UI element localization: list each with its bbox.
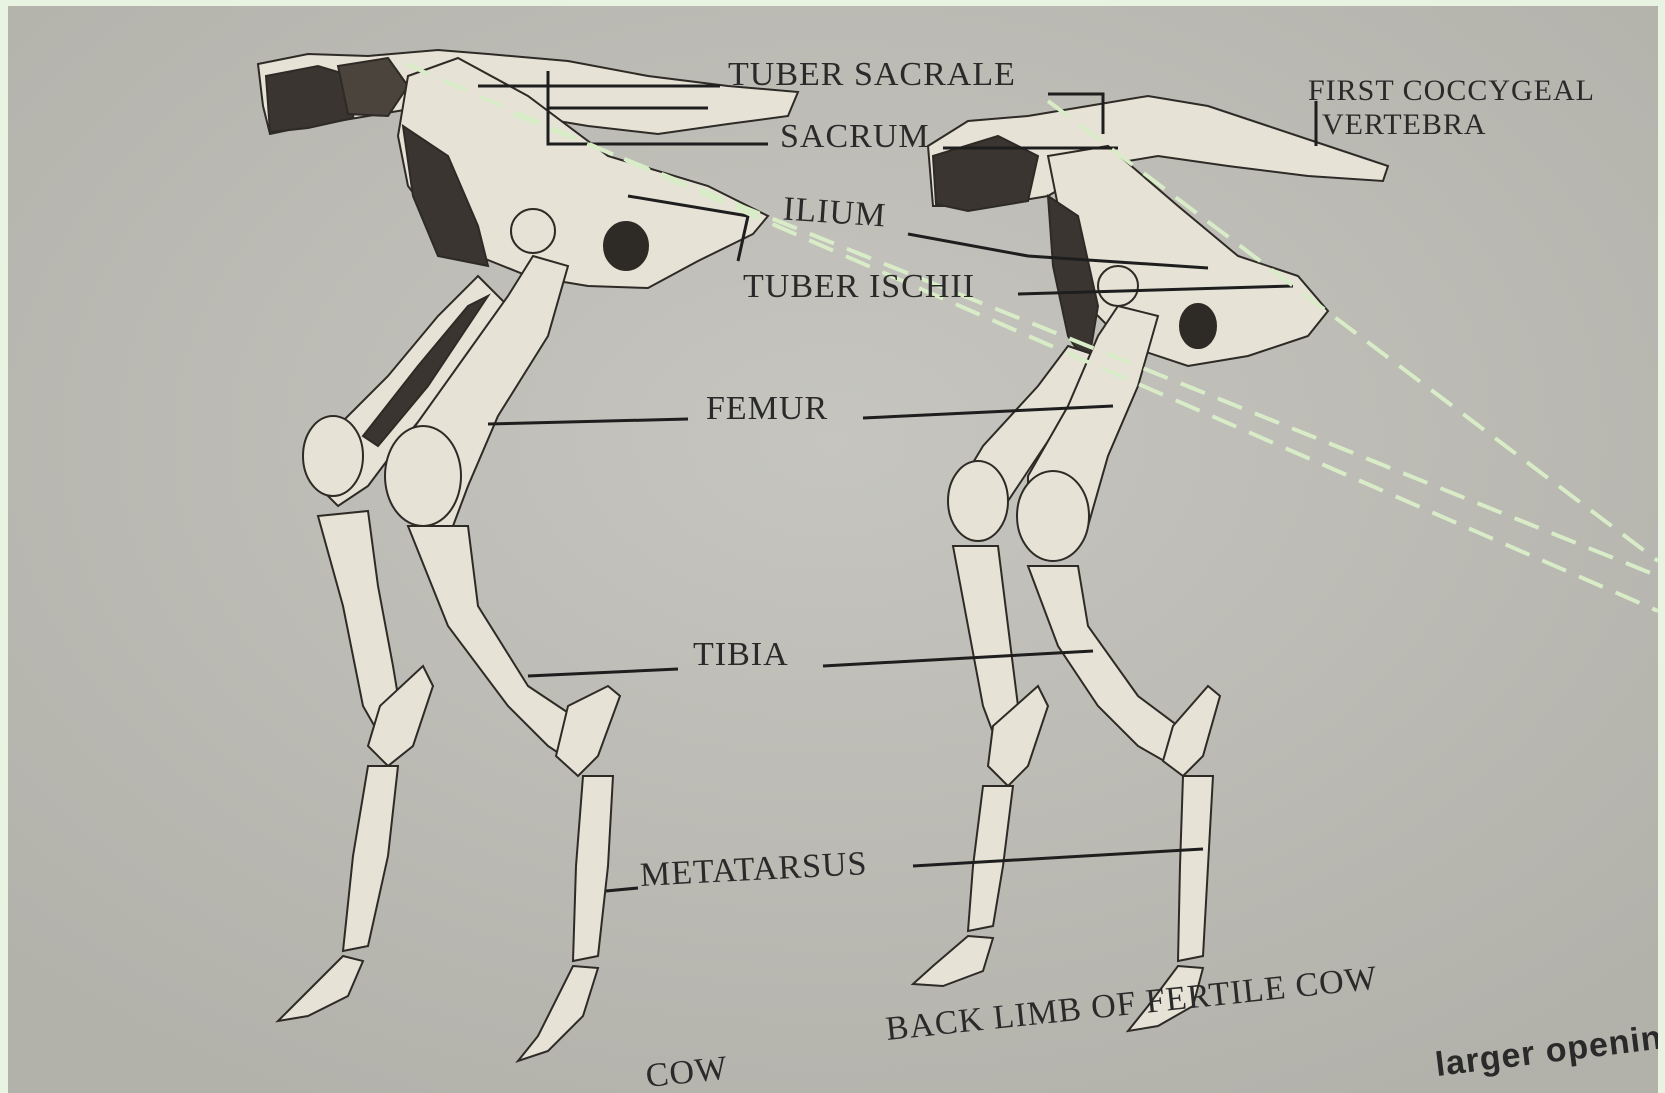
label-femur: FEMUR — [706, 390, 828, 428]
label-tibia: TIBIA — [693, 636, 789, 674]
textbook-page-photo: TUBER SACRALE SACRUM FIRST COCCYGEAL VER… — [8, 6, 1658, 1093]
label-first-coccygeal-line1: FIRST COCCYGEAL — [1308, 74, 1595, 108]
label-tuber-ischii: TUBER ISCHII — [743, 268, 975, 306]
left-stifle-front — [385, 426, 461, 526]
right-stifle-back — [948, 461, 1008, 541]
left-stifle-back — [303, 416, 363, 496]
right-femoral-head — [1098, 266, 1138, 306]
left-obturator-foramen — [604, 222, 648, 270]
right-stifle-front — [1017, 471, 1089, 561]
label-tuber-sacrale: TUBER SACRALE — [728, 56, 1016, 94]
caption-fragment-cow: COW — [644, 1050, 730, 1093]
label-ilium: ILIUM — [782, 190, 888, 235]
label-first-coccygeal-line2: VERTEBRA — [1308, 108, 1595, 142]
left-femoral-head — [511, 209, 555, 253]
label-sacrum: SACRUM — [780, 118, 930, 156]
label-first-coccygeal-vertebra: FIRST COCCYGEAL VERTEBRA — [1308, 74, 1595, 142]
right-obturator-foramen — [1180, 304, 1216, 348]
skeleton-diagram — [8, 6, 1658, 1093]
paper-background — [8, 6, 1658, 1093]
